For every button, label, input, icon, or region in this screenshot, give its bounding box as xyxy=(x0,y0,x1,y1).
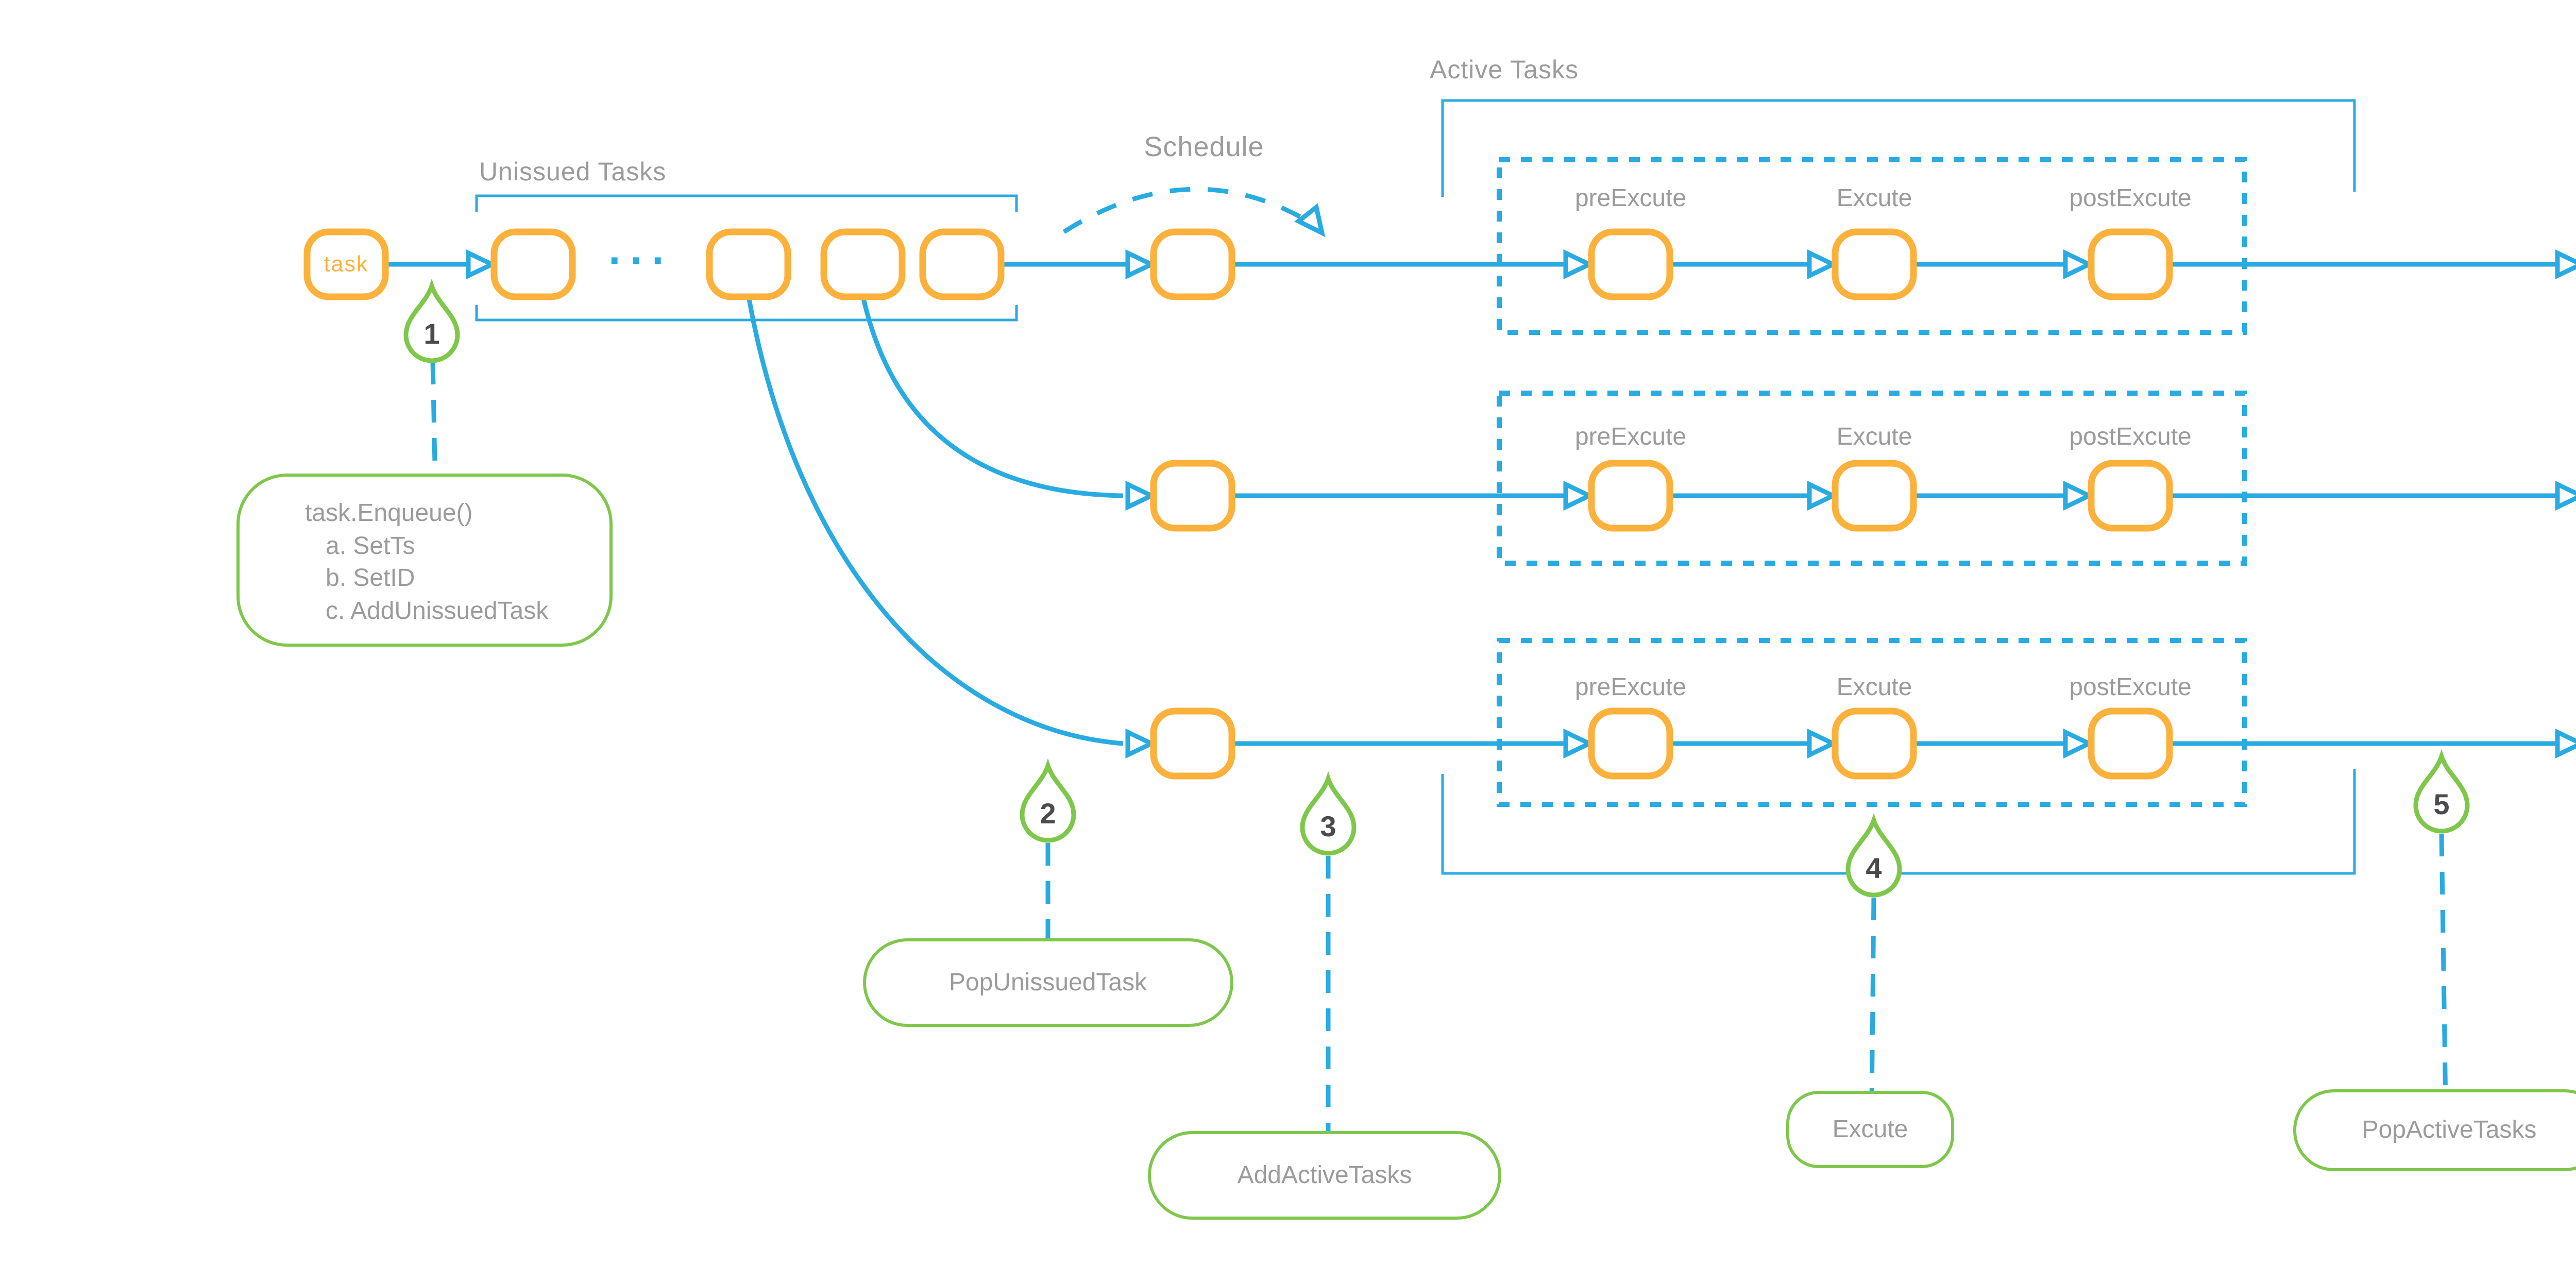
marker1-number: 1 xyxy=(423,317,440,350)
schedule-node xyxy=(1150,228,1235,300)
arrowhead xyxy=(2065,732,2089,755)
pre-node-row2 xyxy=(1588,460,1673,532)
pop-unissued-callout-box xyxy=(863,938,1233,1027)
arrowhead xyxy=(2557,484,2576,507)
post-node-row1 xyxy=(2088,228,2173,300)
post-node-row2 xyxy=(2088,460,2173,532)
schedule-arc xyxy=(1062,187,1310,234)
arrowhead xyxy=(1809,253,1833,276)
arrowhead xyxy=(1128,484,1151,507)
exec-label-row3: Excute xyxy=(1836,673,1912,701)
arrowhead xyxy=(2065,253,2089,276)
post-label-row3: postExcute xyxy=(2069,673,2192,701)
pop-unissued-callout-label: PopUnissuedTask xyxy=(948,969,1147,996)
active-tasks-bracket-top xyxy=(1441,99,2356,197)
exec-node-row3 xyxy=(1832,707,1917,780)
queue-node-2 xyxy=(706,228,791,300)
arrowhead xyxy=(2065,484,2089,507)
curve-queue-to-row2 xyxy=(860,296,1124,498)
excute-callout-label: Excute xyxy=(1832,1116,1908,1143)
active-task-box-row3 xyxy=(1497,638,2247,807)
queue-node-3 xyxy=(820,228,906,300)
arrowhead xyxy=(1566,253,1589,276)
task-node xyxy=(303,228,389,300)
marker5-number: 5 xyxy=(2433,788,2450,820)
arrowhead xyxy=(1809,484,1833,507)
exec-node-row2 xyxy=(1832,460,1917,532)
enqueue-callout-item-b: b. SetID xyxy=(326,564,415,592)
pre-label-row1: preExcute xyxy=(1574,184,1687,212)
arrowhead xyxy=(1566,484,1589,507)
curve-queue-to-row3 xyxy=(746,296,1124,746)
excute-callout-box xyxy=(1786,1091,1954,1168)
pre-label-row3: preExcute xyxy=(1574,673,1687,701)
enqueue-callout-item-c: c. AddUnissuedTask xyxy=(326,597,549,625)
pop-active-callout-label: PopActiveTasks xyxy=(2362,1116,2537,1143)
start-node-row2 xyxy=(1150,460,1235,532)
marker1-connector xyxy=(430,361,438,490)
queue-node-4 xyxy=(919,228,1005,300)
marker2-number: 2 xyxy=(1040,797,1056,830)
arrowhead xyxy=(1566,732,1589,755)
start-node-row3 xyxy=(1150,707,1235,780)
marker3-number: 3 xyxy=(1320,810,1336,842)
arrowhead xyxy=(1128,253,1151,276)
marker5-connector xyxy=(2439,833,2448,1107)
pre-label-row2: preExcute xyxy=(1574,423,1687,450)
arrowhead xyxy=(2557,732,2576,755)
active-tasks-title: Active Tasks xyxy=(1430,55,1579,84)
active-task-box-row2 xyxy=(1497,391,2247,566)
post-node-row3 xyxy=(2088,707,2173,780)
exec-label-row1: Excute xyxy=(1836,184,1912,212)
arrowhead xyxy=(2557,253,2576,276)
pop-active-callout-box xyxy=(2293,1089,2576,1171)
unissued-tasks-bracket-bottom xyxy=(475,305,1018,322)
add-active-callout-label: AddActiveTasks xyxy=(1237,1161,1412,1189)
exec-label-row2: Excute xyxy=(1836,423,1912,450)
task-node-label: task xyxy=(324,251,369,277)
enqueue-callout-title: task.Enqueue() xyxy=(305,499,473,527)
queue-node-1 xyxy=(490,228,576,300)
marker4-connector xyxy=(1869,897,1876,1104)
arrowhead xyxy=(1809,732,1833,755)
arrowhead xyxy=(468,253,492,276)
unissued-tasks-title: Unissued Tasks xyxy=(479,157,667,186)
post-label-row2: postExcute xyxy=(2069,423,2192,450)
post-label-row1: postExcute xyxy=(2069,184,2192,212)
arrowhead xyxy=(1128,732,1151,755)
marker4-number: 4 xyxy=(1866,852,1882,884)
schedule-arc-arrowhead xyxy=(1298,207,1331,240)
pre-node-row1 xyxy=(1588,228,1673,300)
add-active-callout-box xyxy=(1148,1131,1501,1220)
enqueue-callout-box xyxy=(236,474,613,647)
exec-node-row1 xyxy=(1832,228,1917,300)
enqueue-callout-item-a: a. SetTs xyxy=(326,532,415,560)
unissued-tasks-bracket-top xyxy=(475,194,1018,212)
pre-node-row3 xyxy=(1588,707,1673,780)
active-task-box-row1 xyxy=(1497,157,2247,335)
queue-ellipsis: ··· xyxy=(608,236,673,284)
schedule-title: Schedule xyxy=(1144,131,1264,162)
